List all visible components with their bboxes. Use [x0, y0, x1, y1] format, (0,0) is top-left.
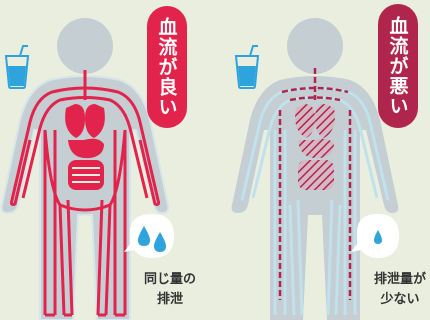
badge-poor-text: 血流が悪い — [385, 16, 412, 116]
badge-good-text: 血流が良い — [154, 17, 181, 117]
head-silhouette — [287, 18, 343, 74]
badge-good-blood-flow: 血流が良い — [147, 6, 187, 128]
water-glass-icon — [6, 46, 28, 88]
caption-poor-line2: 少ない — [355, 290, 430, 310]
panel-poor-blood-flow: 血流が悪い 排泄量が 少ない — [215, 0, 430, 320]
caption-good: 同じ量の 排泄 — [125, 270, 215, 310]
water-glass-icon — [236, 46, 258, 88]
excretion-bubble-good — [124, 214, 174, 258]
organ-intestines — [298, 160, 334, 190]
panel-good-blood-flow: 血流が良い 同じ量の 排泄 — [0, 0, 215, 320]
caption-good-line2: 排泄 — [125, 290, 215, 310]
caption-poor: 排泄量が 少ない — [355, 270, 430, 310]
caption-poor-line1: 排泄量が — [355, 270, 430, 290]
badge-poor-blood-flow: 血流が悪い — [378, 4, 418, 128]
caption-good-line1: 同じ量の — [125, 270, 215, 290]
head-silhouette — [57, 18, 113, 74]
